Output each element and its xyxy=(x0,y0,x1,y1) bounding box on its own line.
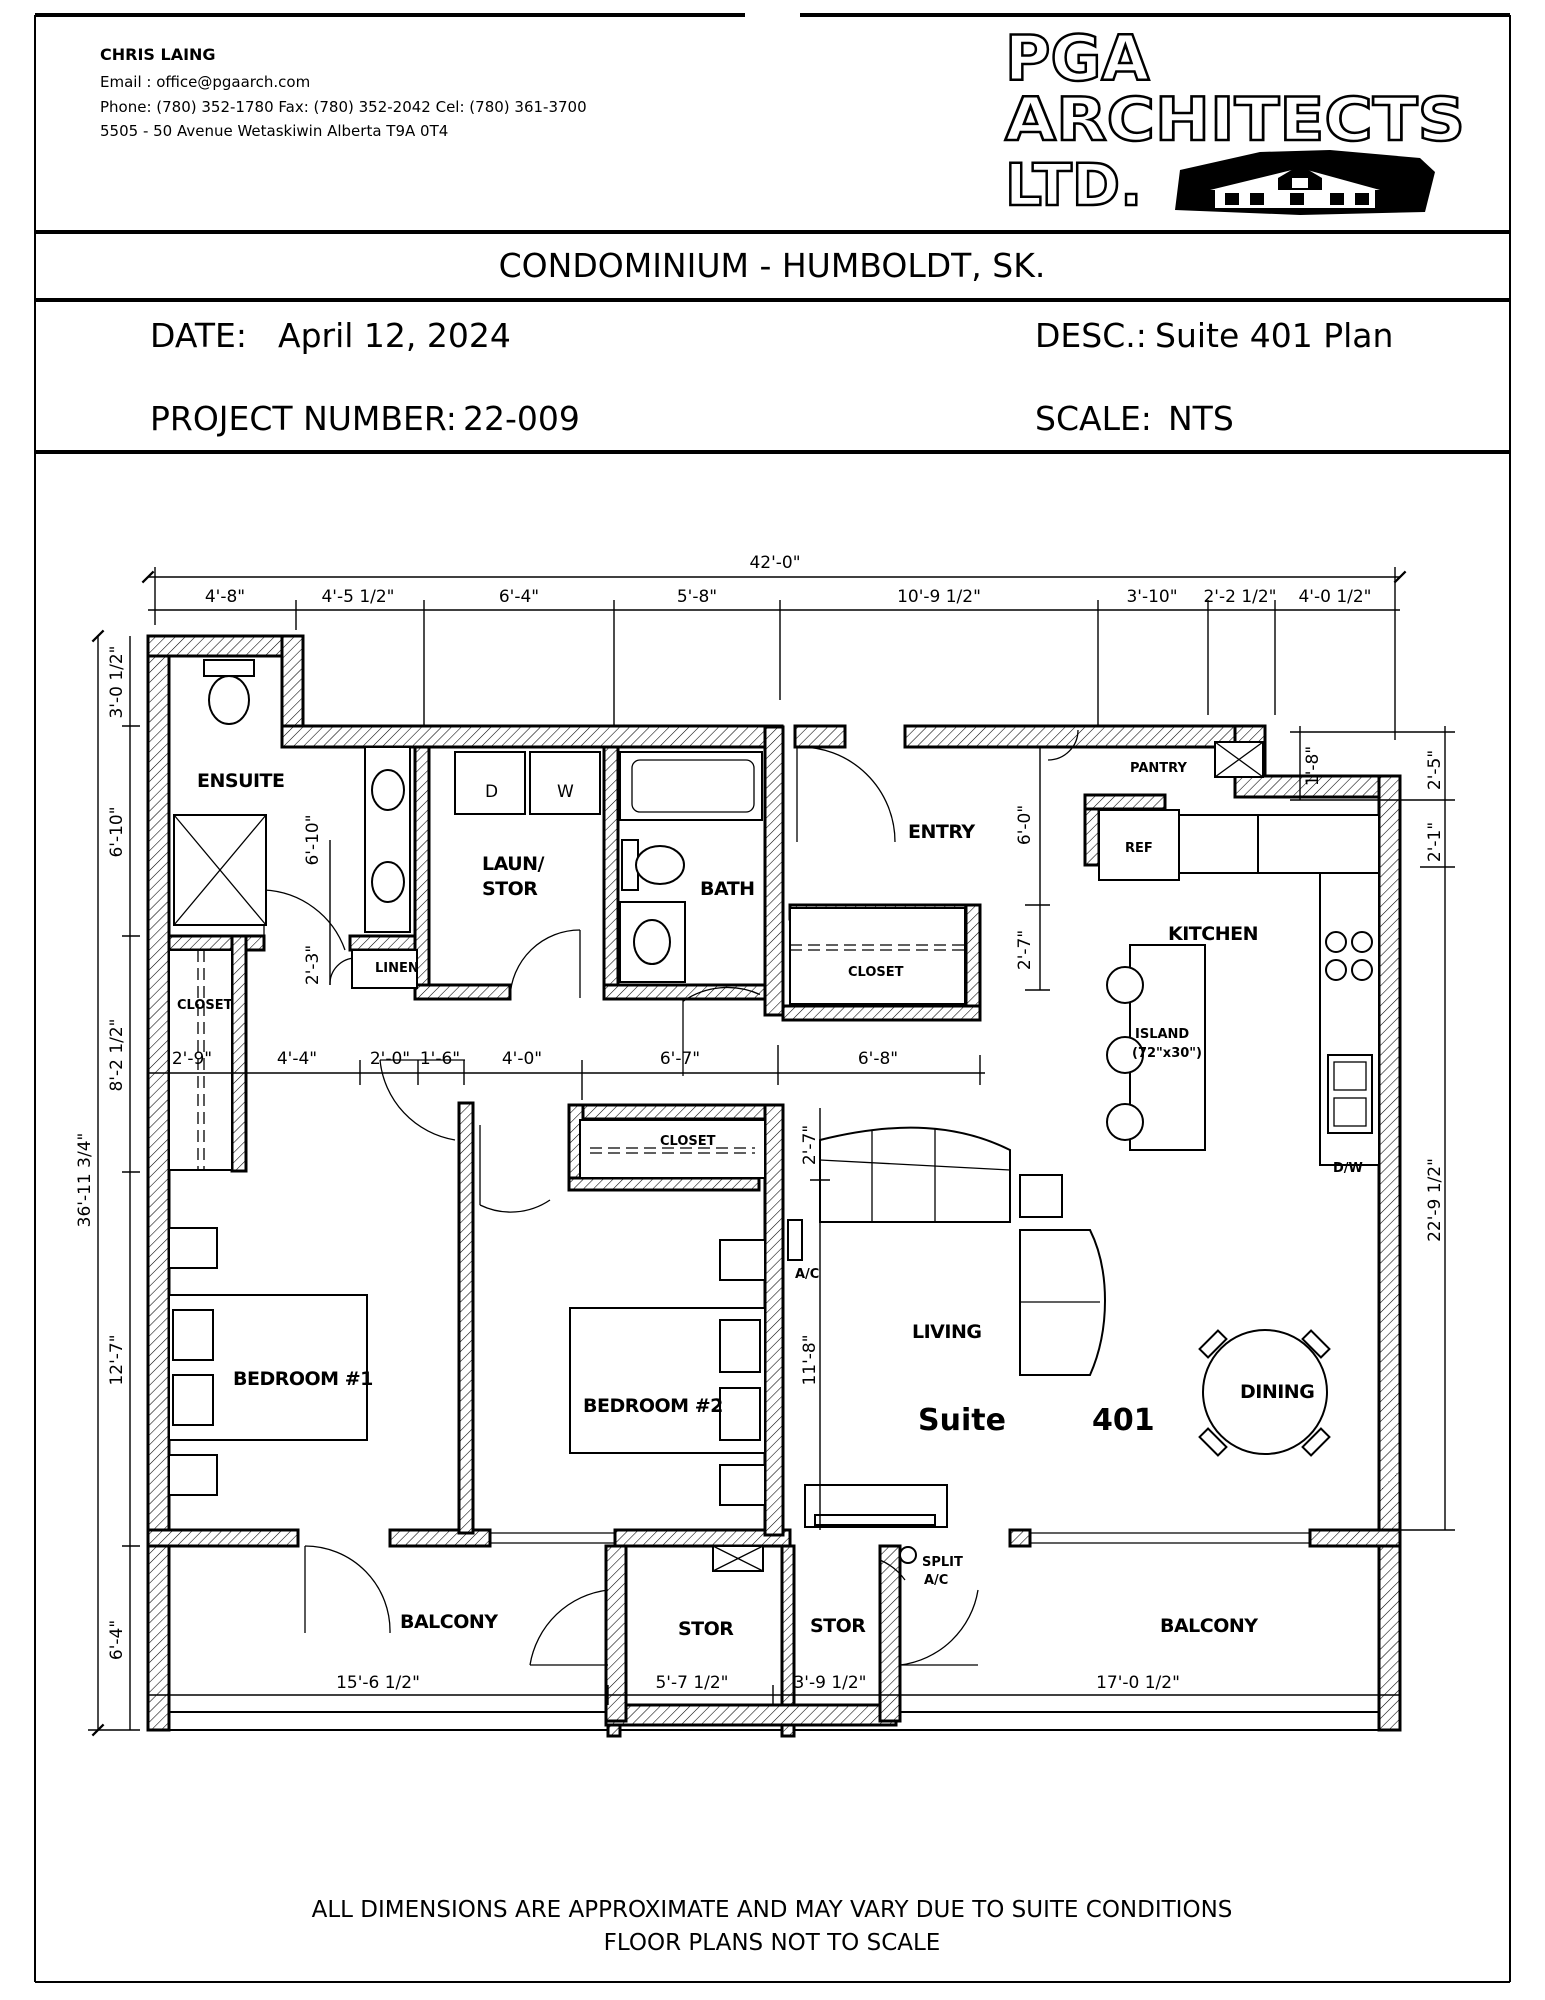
dim-mid-4: 1'-6" xyxy=(420,1049,460,1069)
dim-bottom-3: 3'-9 1/2" xyxy=(793,1673,866,1693)
svg-text:LTD.: LTD. xyxy=(1005,151,1142,219)
suite-number: 401 xyxy=(1092,1403,1155,1438)
room-bath: BATH xyxy=(700,878,755,900)
room-bedroom1: BEDROOM #1 xyxy=(233,1368,373,1390)
closet-entry-label: CLOSET xyxy=(848,965,904,980)
dim-top-2: 4'-5 1/2" xyxy=(321,587,394,607)
dim-closet-bed2-depth: 2'-7" xyxy=(800,1125,820,1165)
project-number-label: PROJECT NUMBER: xyxy=(150,399,457,438)
room-entry: ENTRY xyxy=(908,821,975,843)
room-bedroom2: BEDROOM #2 xyxy=(583,1395,723,1417)
dim-left-4: 12'-7" xyxy=(107,1334,127,1385)
split-ac-label-line2: A/C xyxy=(924,1573,948,1588)
scale-value: NTS xyxy=(1168,399,1234,438)
project-title: CONDOMINIUM - HUMBOLDT, SK. xyxy=(499,246,1046,285)
ac-label: A/C xyxy=(795,1267,819,1282)
dimension-lines xyxy=(88,567,1455,1737)
date-value: April 12, 2024 xyxy=(278,316,511,355)
dim-mid-6: 6'-7" xyxy=(660,1049,700,1069)
dim-left-3: 8'-2 1/2" xyxy=(107,1018,127,1091)
dim-ensuite-inner: 6'-10" xyxy=(303,814,323,865)
dim-top-1: 4'-8" xyxy=(205,587,245,607)
dim-bed2-wall: 11'-8" xyxy=(800,1334,820,1385)
dim-overall-depth: 36'-11 3/4" xyxy=(75,1133,95,1228)
dim-top-3: 6'-4" xyxy=(499,587,539,607)
dim-left-2: 6'-10" xyxy=(107,806,127,857)
footer-line2: FLOOR PLANS NOT TO SCALE xyxy=(604,1930,941,1956)
dim-top-4: 5'-8" xyxy=(677,587,717,607)
dim-top-8: 4'-0 1/2" xyxy=(1298,587,1371,607)
dw-label: D/W xyxy=(1333,1161,1363,1176)
dim-top-7: 2'-2 1/2" xyxy=(1203,587,1276,607)
svg-text:PGA: PGA xyxy=(1005,22,1149,95)
desc-label: DESC.: xyxy=(1035,316,1147,355)
doors xyxy=(263,729,1079,1666)
island-label-line2: (72"x30") xyxy=(1132,1046,1202,1061)
dim-bottom-4: 17'-0 1/2" xyxy=(1096,1673,1180,1693)
dim-right-1: 1'-8" xyxy=(1303,746,1323,786)
dimension-labels: 42'-0" 4'-8" 4'-5 1/2" 6'-4" 5'-8" 10'-9… xyxy=(75,553,1445,1693)
fixtures: D W xyxy=(168,659,1380,1564)
dim-entry-depth: 6'-0" xyxy=(1015,805,1035,845)
company-logo: PGA ARCHITECTS LTD. xyxy=(1004,21,1467,221)
contact-name: CHRIS LAING xyxy=(100,45,216,64)
dim-right-4: 22'-9 1/2" xyxy=(1425,1158,1445,1242)
closet-ensuite-label: CLOSET xyxy=(177,998,233,1013)
room-balcony-left: BALCONY xyxy=(400,1611,498,1633)
room-living: LIVING xyxy=(912,1321,981,1343)
room-laundry-line2: STOR xyxy=(482,878,538,900)
island-label-line1: ISLAND xyxy=(1135,1027,1189,1042)
dim-overall-width: 42'-0" xyxy=(749,553,800,573)
closet-bed2-label: CLOSET xyxy=(660,1134,716,1149)
dim-mid-7: 6'-8" xyxy=(858,1049,898,1069)
title-block: CHRIS LAING Email : office@pgaarch.com P… xyxy=(34,13,1511,1983)
desc-value: Suite 401 Plan xyxy=(1155,316,1393,355)
dim-left-5: 6'-4" xyxy=(107,1620,127,1660)
linen-label: LINEN xyxy=(375,961,419,976)
contact-email: Email : office@pgaarch.com xyxy=(100,73,310,91)
split-ac-label-line1: SPLIT xyxy=(922,1555,963,1570)
dim-closet-entry-depth: 2'-7" xyxy=(1015,930,1035,970)
svg-text:ARCHITECTS: ARCHITECTS xyxy=(1005,85,1465,155)
room-pantry: PANTRY xyxy=(1130,761,1187,776)
exterior-walls xyxy=(146,634,1402,1738)
dim-linen-inner: 2'-3" xyxy=(303,945,323,985)
house-logo-icon xyxy=(1175,150,1435,215)
project-number-value: 22-009 xyxy=(463,399,580,438)
dim-mid-2: 4'-4" xyxy=(277,1049,317,1069)
date-label: DATE: xyxy=(150,316,247,355)
dim-right-3: 2'-1" xyxy=(1425,822,1445,862)
room-laundry-line1: LAUN/ xyxy=(482,853,545,875)
dim-bottom-1: 15'-6 1/2" xyxy=(336,1673,420,1693)
dim-bottom-2: 5'-7 1/2" xyxy=(655,1673,728,1693)
dryer-label: D xyxy=(485,782,498,802)
room-stor-left: STOR xyxy=(678,1618,734,1640)
floor-plan: D W xyxy=(75,553,1455,1738)
room-labels: ENSUITE LAUN/ STOR BATH ENTRY PANTRY KIT… xyxy=(177,761,1363,1640)
ref-label: REF xyxy=(1125,841,1153,856)
suite-word: Suite xyxy=(918,1403,1006,1438)
dim-mid-3: 2'-0" xyxy=(370,1049,410,1069)
dim-mid-1: 2'-9" xyxy=(172,1049,212,1069)
washer-label: W xyxy=(557,782,574,802)
room-balcony-right: BALCONY xyxy=(1160,1615,1258,1637)
scale-label: SCALE: xyxy=(1035,399,1152,438)
dim-left-1: 3'-0 1/2" xyxy=(107,645,127,718)
footer-line1: ALL DIMENSIONS ARE APPROXIMATE AND MAY V… xyxy=(312,1897,1233,1923)
dim-mid-5: 4'-0" xyxy=(502,1049,542,1069)
dim-top-5: 10'-9 1/2" xyxy=(897,587,981,607)
room-dining: DINING xyxy=(1240,1381,1314,1403)
room-kitchen: KITCHEN xyxy=(1168,923,1258,945)
dim-right-2: 2'-5" xyxy=(1425,750,1445,790)
room-stor-right: STOR xyxy=(810,1615,866,1637)
room-ensuite: ENSUITE xyxy=(197,770,285,792)
contact-phone: Phone: (780) 352-1780 Fax: (780) 352-204… xyxy=(100,98,587,116)
dim-top-6: 3'-10" xyxy=(1126,587,1177,607)
footer-notes: ALL DIMENSIONS ARE APPROXIMATE AND MAY V… xyxy=(312,1897,1233,1956)
contact-address: 5505 - 50 Avenue Wetaskiwin Alberta T9A … xyxy=(100,122,448,140)
